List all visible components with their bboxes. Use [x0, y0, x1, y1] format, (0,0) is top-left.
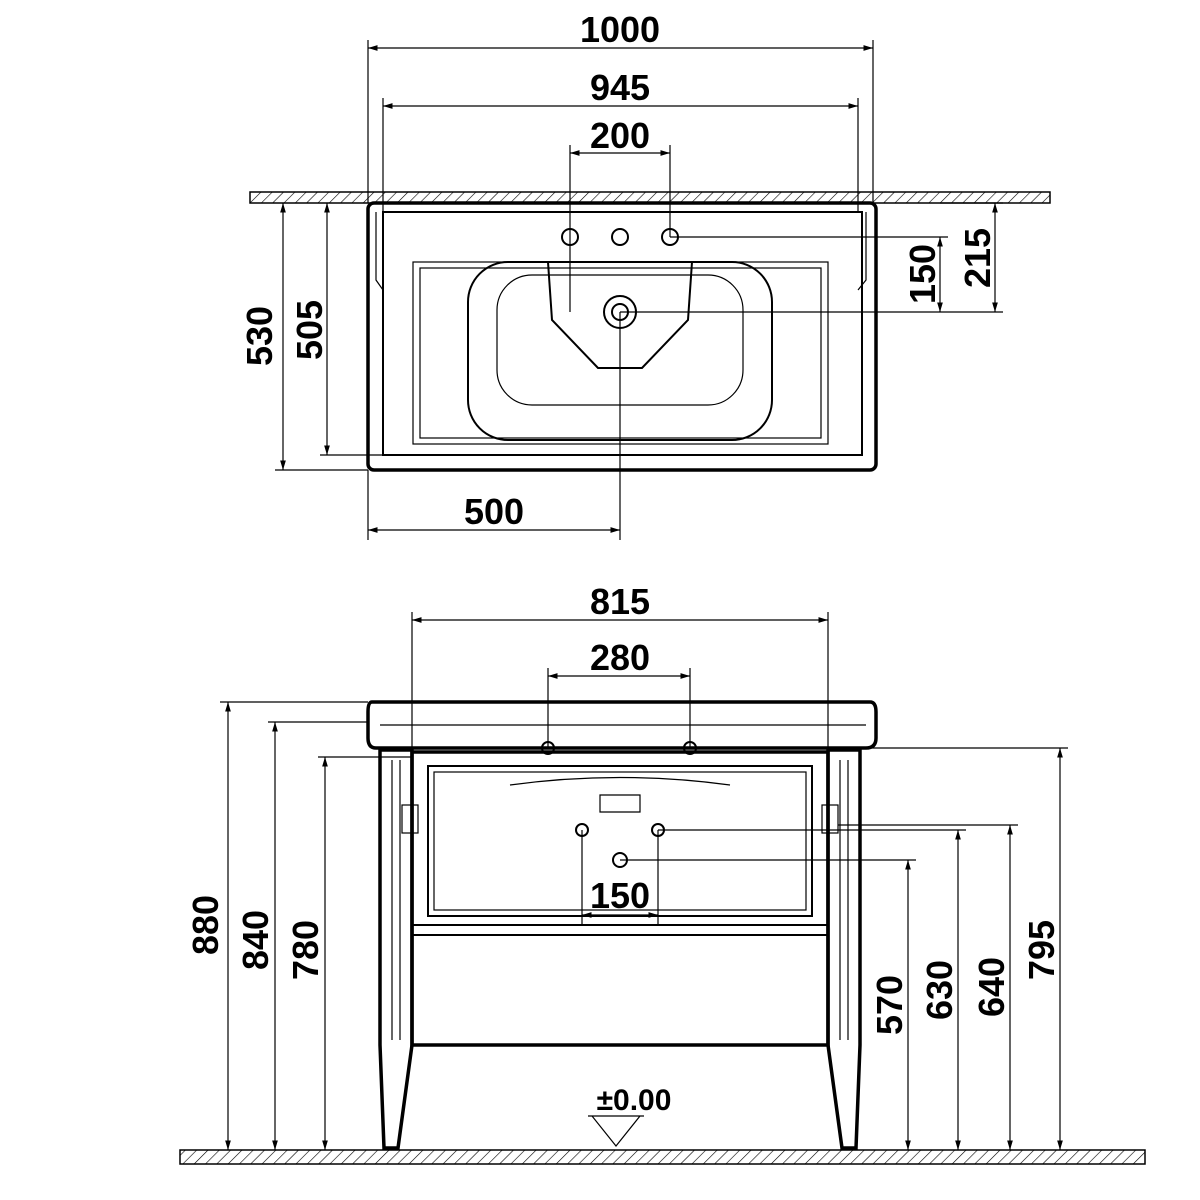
- dim-basin-top-height: 880: [185, 895, 226, 955]
- dim-bracket-height: 640: [971, 957, 1012, 1017]
- bracket-left: [401, 804, 419, 834]
- dim-tap-spacing: 200: [590, 115, 650, 156]
- dim-inner-depth: 505: [289, 300, 330, 360]
- cabinet-frame: [410, 750, 830, 1047]
- level-marker-icon: [588, 1115, 644, 1147]
- basin-front: [366, 700, 878, 750]
- dim-basin-underside-height: 795: [1021, 920, 1062, 980]
- basin-outline: [366, 201, 878, 472]
- dim-inner-width: 945: [590, 67, 650, 108]
- basin-rim: [382, 211, 863, 456]
- fixing-hole-icons: [541, 741, 697, 868]
- dim-tap-to-drain: 150: [902, 244, 943, 304]
- front-view: 815 280 150 880 840 780 570 630 640 795 …: [179, 581, 1146, 1165]
- dim-waste-spacing: 150: [590, 875, 650, 916]
- dim-overall-depth: 530: [239, 306, 280, 366]
- dim-edge-to-center: 500: [464, 491, 524, 532]
- bracket-right: [821, 804, 839, 834]
- dim-cabinet-width: 815: [590, 581, 650, 622]
- dim-supply-height: 630: [919, 960, 960, 1020]
- top-view: 1000 945 200 530 505 150 215 500: [239, 9, 1051, 540]
- dim-wall-to-drain: 215: [957, 228, 998, 288]
- dim-fixing-spacing: 280: [590, 637, 650, 678]
- dim-cabinet-top-height: 780: [285, 920, 326, 980]
- dim-overall-width: 1000: [580, 9, 660, 50]
- tap-hole-icons: [561, 228, 679, 246]
- dim-basin-rim-height: 840: [235, 910, 276, 970]
- floor-level-label: ±0.00: [597, 1084, 672, 1117]
- floor-hatch: [179, 1149, 1146, 1165]
- dim-drain-height: 570: [869, 975, 910, 1035]
